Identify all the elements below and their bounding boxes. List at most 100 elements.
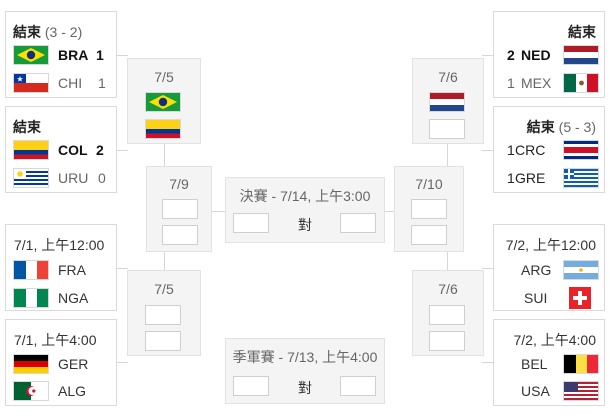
third-place-title: 季軍賽 - 7/13, 上午4:00 xyxy=(232,349,378,365)
team-score: 0 xyxy=(98,170,106,186)
argentina-flag-icon xyxy=(563,260,599,280)
match-card-final[interactable]: 決賽 - 7/14, 上午3:00 對 xyxy=(225,177,385,243)
match-card-col-uru[interactable]: 結束 COL 2 URU 0 xyxy=(5,106,117,193)
match-card-right-semi[interactable]: 7/10 xyxy=(394,166,464,252)
france-flag-icon xyxy=(13,260,49,280)
costa-rica-flag-icon xyxy=(563,140,599,160)
colombia-flag-icon xyxy=(13,140,49,160)
team-code: BEL xyxy=(521,356,548,372)
match-card-ned-mex[interactable]: 結束 2 NED 1 MEX xyxy=(493,11,605,98)
connector-line xyxy=(447,250,448,272)
connector-line xyxy=(482,55,494,56)
connector-line xyxy=(164,142,165,166)
team-code: CHI xyxy=(58,75,83,91)
team-code: ARG xyxy=(521,262,552,278)
netherlands-flag-icon xyxy=(563,45,599,65)
connector-line xyxy=(447,142,448,166)
match-card-right-r2-bottom[interactable]: 7/6 xyxy=(412,270,484,356)
team-code: GRE xyxy=(515,170,546,186)
team-score: 2 xyxy=(507,47,515,63)
final-title: 決賽 - 7/14, 上午3:00 xyxy=(239,188,371,204)
colombia-flag-icon xyxy=(145,119,181,139)
brazil-flag-icon xyxy=(13,45,49,65)
match-date: 7/6 xyxy=(438,281,458,297)
connector-line xyxy=(116,150,128,151)
empty-team-slot xyxy=(340,213,376,233)
match-card-left-semi[interactable]: 7/9 xyxy=(146,166,212,252)
team-code: CRC xyxy=(515,142,546,158)
match-status: 結束 xyxy=(13,119,41,135)
match-date: 7/5 xyxy=(154,281,174,297)
match-date: 7/9 xyxy=(169,176,189,192)
team-score: 1 xyxy=(98,75,106,91)
switzerland-flag-icon xyxy=(569,287,591,309)
usa-flag-icon xyxy=(563,381,599,401)
match-date: 7/6 xyxy=(438,69,458,85)
algeria-flag-icon xyxy=(13,381,49,401)
team-score: 1 xyxy=(507,75,515,91)
team-code: URU xyxy=(58,170,89,186)
match-card-left-r2-top[interactable]: 7/5 xyxy=(127,58,201,144)
match-card-fra-nga[interactable]: 7/1, 上午12:00 FRA NGA xyxy=(5,224,117,311)
team-score: 1 xyxy=(507,170,515,186)
versus-label: 對 xyxy=(298,380,312,396)
greece-flag-icon xyxy=(563,168,599,188)
empty-team-slot xyxy=(233,376,269,396)
nigeria-flag-icon xyxy=(13,288,49,308)
team-code: BRA xyxy=(58,47,89,63)
match-card-right-r2-top[interactable]: 7/6 xyxy=(412,58,484,144)
match-card-bel-usa[interactable]: 7/2, 上午4:00 BEL USA xyxy=(493,319,605,406)
match-card-left-r2-bottom[interactable]: 7/5 xyxy=(127,270,201,356)
team-score: 2 xyxy=(96,142,104,158)
empty-team-slot xyxy=(233,213,269,233)
team-code: NGA xyxy=(58,290,89,306)
connector-line xyxy=(384,211,394,212)
empty-team-slot xyxy=(429,305,465,325)
connector-line xyxy=(116,55,128,56)
connector-line xyxy=(482,268,494,269)
team-code: SUI xyxy=(524,290,548,306)
team-code: USA xyxy=(521,383,550,399)
empty-team-slot xyxy=(145,305,181,325)
belgium-flag-icon xyxy=(563,354,599,374)
chile-flag-icon xyxy=(13,73,49,93)
empty-team-slot xyxy=(429,331,465,351)
connector-line xyxy=(116,362,128,363)
netherlands-flag-icon xyxy=(429,92,465,112)
match-status: 結束 (3 - 2) xyxy=(13,24,83,40)
connector-line xyxy=(164,250,165,272)
team-code: MEX xyxy=(521,75,552,91)
empty-team-slot xyxy=(340,376,376,396)
connector-line xyxy=(482,150,494,151)
empty-team-slot xyxy=(162,225,198,245)
uruguay-flag-icon xyxy=(13,168,49,188)
team-score: 1 xyxy=(507,142,515,158)
team-code: NED xyxy=(521,47,551,63)
match-card-arg-sui[interactable]: 7/2, 上午12:00 ARG SUI xyxy=(493,224,605,311)
team-code: COL xyxy=(58,142,88,158)
team-score: 1 xyxy=(96,47,104,63)
match-date: 7/2, 上午12:00 xyxy=(505,237,596,253)
germany-flag-icon xyxy=(13,354,49,374)
empty-team-slot xyxy=(162,199,198,219)
match-date: 7/5 xyxy=(154,69,174,85)
empty-team-slot xyxy=(429,119,465,139)
match-card-crc-gre[interactable]: 結束 (5 - 3) 1 CRC 1 GRE xyxy=(493,106,605,193)
match-card-third-place[interactable]: 季軍賽 - 7/13, 上午4:00 對 xyxy=(225,338,385,404)
match-date: 7/2, 上午4:00 xyxy=(513,332,597,348)
connector-line xyxy=(211,211,225,212)
connector-line xyxy=(116,268,128,269)
match-card-ger-alg[interactable]: 7/1, 上午4:00 GER ALG xyxy=(5,319,117,406)
match-status: 結束 (5 - 3) xyxy=(526,119,596,135)
match-card-bra-chi[interactable]: 結束 (3 - 2) BRA 1 CHI 1 xyxy=(5,11,117,98)
match-date: 7/1, 上午12:00 xyxy=(14,237,105,253)
brazil-flag-icon xyxy=(145,92,181,112)
match-date: 7/1, 上午4:00 xyxy=(14,332,97,348)
versus-label: 對 xyxy=(298,217,312,233)
team-code: FRA xyxy=(58,262,86,278)
match-status: 結束 xyxy=(568,24,596,40)
empty-team-slot xyxy=(411,199,447,219)
empty-team-slot xyxy=(145,331,181,351)
connector-line xyxy=(482,362,494,363)
team-code: GER xyxy=(58,356,89,372)
